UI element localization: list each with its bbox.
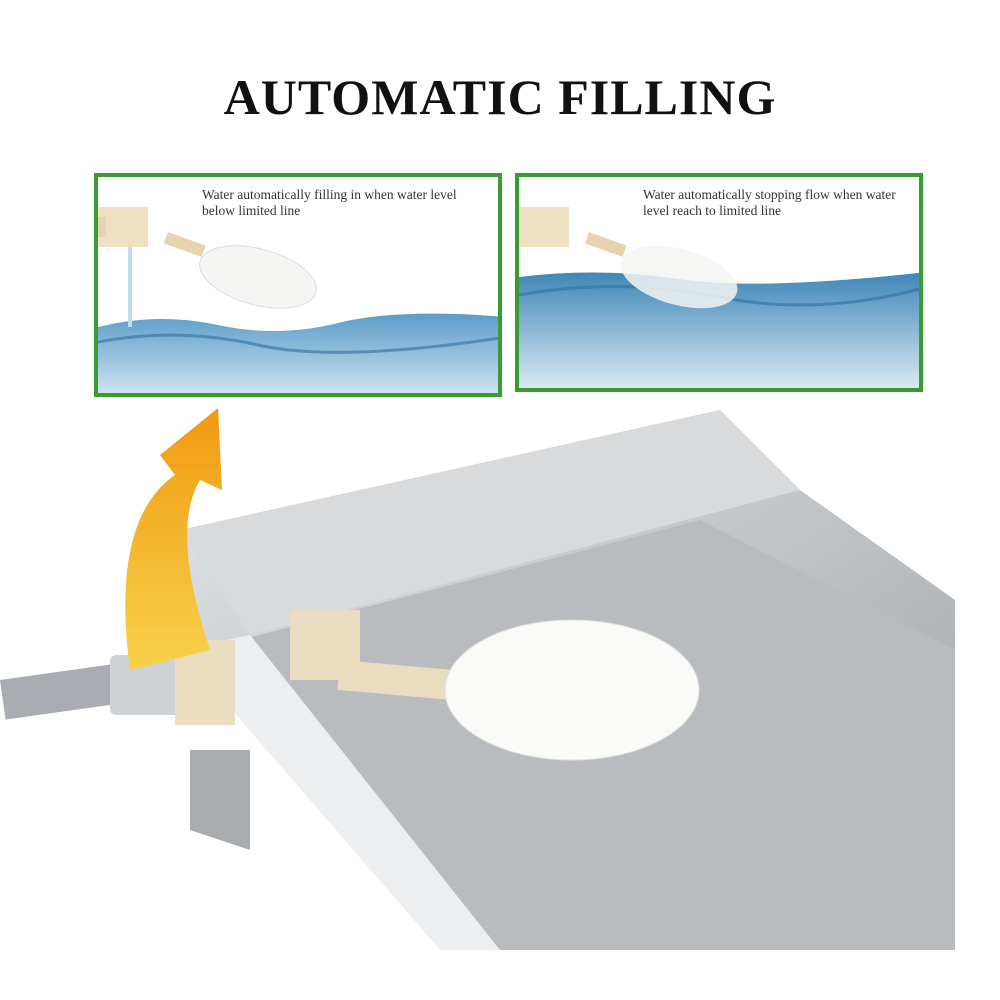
- page-title: AUTOMATIC FILLING: [223, 69, 777, 125]
- filling-caption: Water automatically filling in when wate…: [202, 187, 457, 218]
- stopping-panel: Water automatically stopping flow when w…: [515, 173, 923, 392]
- filling-illustration: [98, 207, 498, 393]
- stopping-caption: Water automatically stopping flow when w…: [643, 187, 896, 218]
- hose-connector: [110, 655, 180, 715]
- braided-hose: [0, 661, 135, 720]
- filling-panel: Water automatically filling in when wate…: [94, 173, 502, 397]
- curved-arrow-icon: [125, 408, 222, 670]
- float-ball: [444, 619, 700, 761]
- stopping-illustration: [519, 207, 919, 388]
- trough-photo: [0, 408, 955, 950]
